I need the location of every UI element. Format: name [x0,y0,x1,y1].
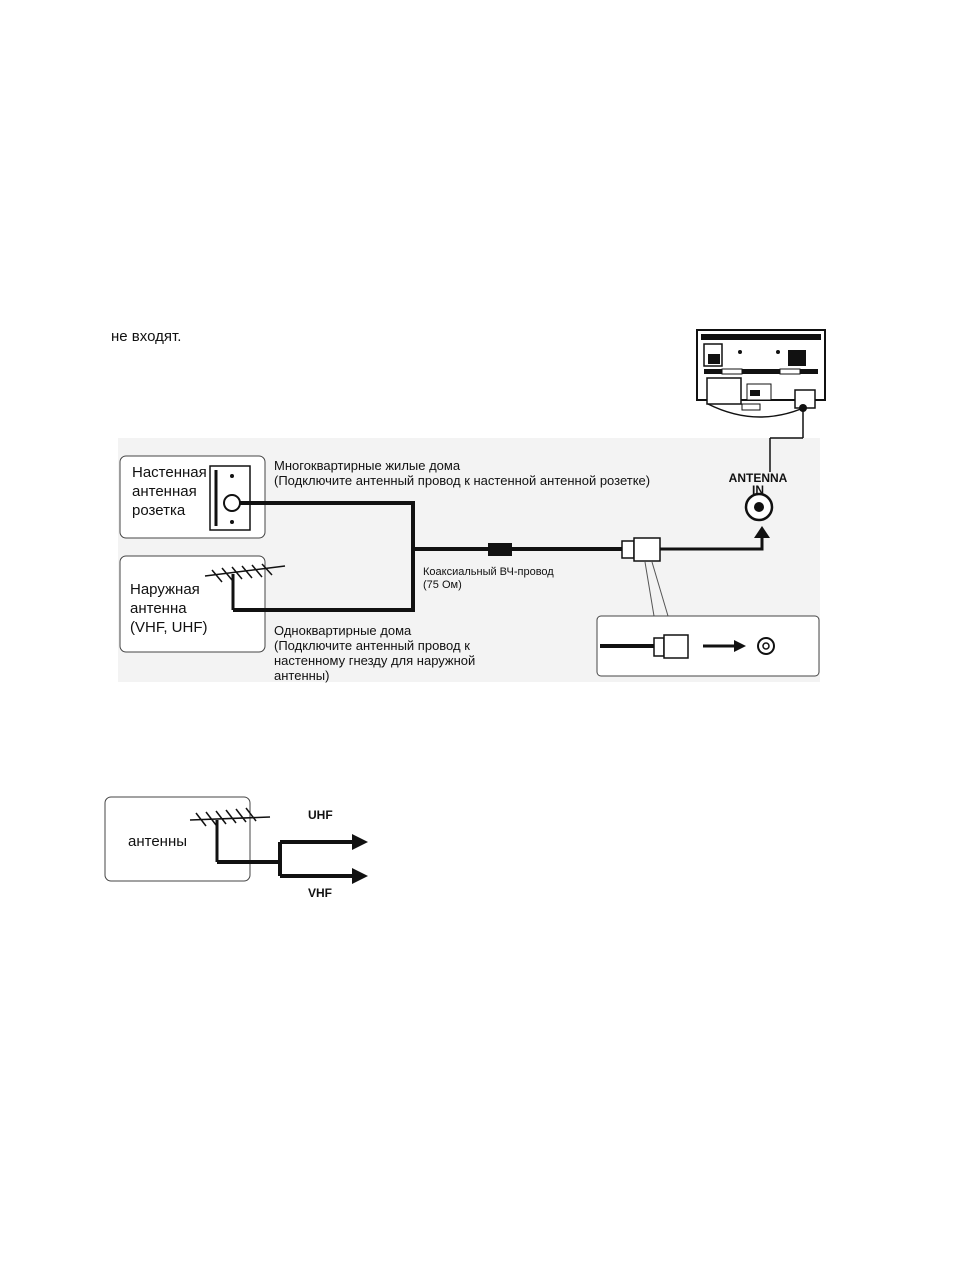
split-antenna-label: антенны [128,832,187,851]
coax-plug-icon [622,538,660,561]
ferrite-core [488,543,512,556]
coax-cable-label: Коаксиальный ВЧ-провод (75 Ом) [423,566,554,592]
cable-lines [233,503,625,610]
apartment-instructions: Многоквартирные жилые дома (Подключите а… [274,458,650,488]
vhf-label: VHF [308,887,332,899]
wall-outlet-label: Настенная антенная розетка [132,463,207,520]
single-home-instructions: Одноквартирные дома (Подключите антенный… [274,623,475,683]
uhf-arrow-icon [352,834,368,850]
vhf-arrow-icon [352,868,368,884]
outdoor-antenna-label: Наружная антенна (VHF, UHF) [130,580,208,637]
callout-lines [645,562,668,616]
detail-box [597,616,819,676]
arrow-up-icon [754,526,770,538]
antenna-in-jack-icon [746,494,772,520]
uhf-label: UHF [308,809,333,821]
antenna-in-label: ANTENNA IN [720,472,796,496]
antenna-in-label-line2: IN [720,484,796,496]
connect-arrow-line [660,534,762,549]
tv-rear-panel-icon [697,330,825,472]
